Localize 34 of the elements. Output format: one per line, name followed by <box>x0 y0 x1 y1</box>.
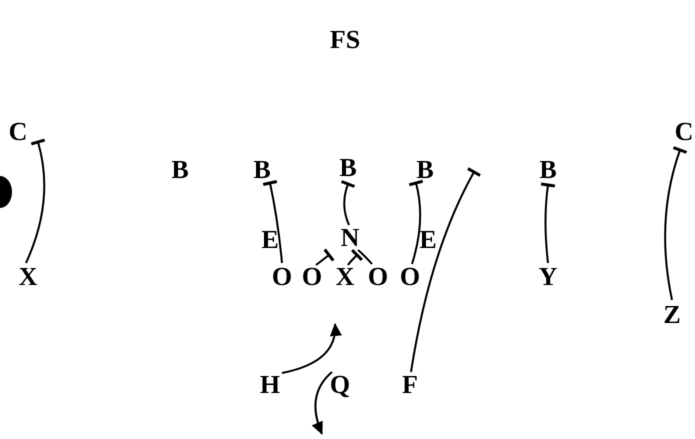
player-letter: C <box>8 119 28 145</box>
block-route-line <box>540 182 556 264</box>
route-line <box>357 249 373 265</box>
player-letter: O <box>368 264 388 290</box>
player-letter: N <box>340 225 360 251</box>
player-letter: O <box>400 264 420 290</box>
player-letter: X <box>18 264 38 290</box>
player-letter: FS <box>330 27 360 53</box>
route-arrow <box>312 371 333 435</box>
player-letter: B <box>339 155 357 181</box>
player-letter: Y <box>538 264 558 290</box>
player-letter: H <box>260 372 280 398</box>
player-letter: O <box>302 264 322 290</box>
block-route-line <box>262 180 283 264</box>
player-letter: O <box>272 264 292 290</box>
block-route-line <box>410 167 482 372</box>
route-arrow <box>282 323 342 374</box>
block-route-line <box>664 146 688 300</box>
player-letter: F <box>402 372 418 398</box>
block-route-line <box>408 180 424 264</box>
player-letter: B <box>253 157 271 183</box>
player-letter: Q <box>330 372 350 398</box>
player-letter: Z <box>663 302 681 328</box>
player-letter: B <box>539 157 557 183</box>
block-route-line <box>315 248 335 266</box>
block-route-line <box>340 180 356 226</box>
player-letter: C <box>674 119 694 145</box>
player-letter: X <box>336 264 354 290</box>
block-route-line <box>25 138 46 264</box>
player-letter: E <box>261 227 279 253</box>
block-route-line <box>347 248 364 266</box>
player-letter: B <box>416 157 434 183</box>
player-letter: E <box>419 227 437 253</box>
player-letter: B <box>171 157 189 183</box>
